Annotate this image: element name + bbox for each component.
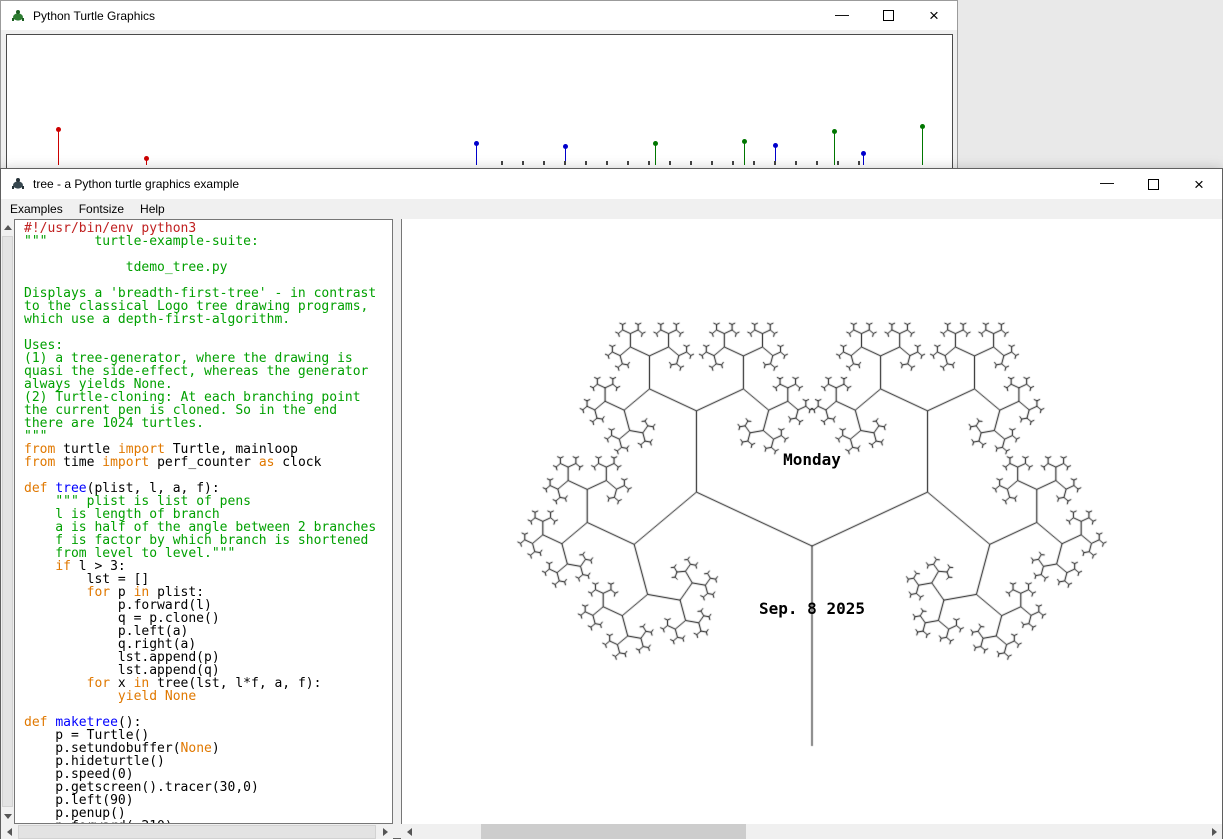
scroll-left-arrow[interactable] (401, 824, 417, 839)
code-line: tdemo_tree.py (24, 261, 392, 274)
maximize-button[interactable] (1130, 169, 1176, 199)
turtle-dot (653, 141, 658, 146)
scroll-down-arrow[interactable] (1, 808, 14, 824)
code-line (24, 326, 392, 339)
code-horizontal-scrollbar[interactable] (1, 824, 393, 839)
baseline-tick (858, 161, 860, 165)
menubar: Examples Fontsize Help (1, 199, 1222, 219)
close-button[interactable]: × (911, 1, 957, 30)
fg-content: #!/usr/bin/env python3""" turtle-example… (1, 219, 1222, 838)
baseline-tick (648, 161, 650, 165)
code-vertical-scrollbar[interactable] (1, 219, 14, 824)
turtle-spike (744, 141, 745, 165)
close-icon: × (929, 7, 939, 24)
code-line: there are 1024 turtles. (24, 417, 392, 430)
close-icon: × (1194, 176, 1204, 193)
baseline-tick (501, 161, 503, 165)
baseline-tick (522, 161, 524, 165)
baseline-tick (606, 161, 608, 165)
turtle-canvas (402, 219, 1222, 824)
arrow-up-icon (4, 225, 12, 230)
code-line: """ turtle-example-suite: (24, 235, 392, 248)
arrow-right-icon (1212, 828, 1217, 836)
code-line: from time import perf_counter as clock (24, 456, 392, 469)
turtle-spike (834, 131, 835, 165)
turtle-dot (920, 124, 925, 129)
canvas-text-label: Monday (783, 450, 841, 469)
fg-window-controls: — × (1084, 169, 1222, 199)
fg-titlebar: tree - a Python turtle graphics example … (1, 169, 1222, 199)
maximize-icon (1148, 179, 1159, 190)
menu-item-examples[interactable]: Examples (1, 200, 71, 218)
fg-window: tree - a Python turtle graphics example … (0, 168, 1223, 839)
code-pane: #!/usr/bin/env python3""" turtle-example… (14, 219, 393, 824)
baseline-tick (774, 161, 776, 165)
bg-window-title: Python Turtle Graphics (33, 9, 155, 23)
baseline-tick (753, 161, 755, 165)
bg-titlebar: Python Turtle Graphics — × (1, 1, 957, 30)
baseline-tick (732, 161, 734, 165)
minimize-icon: — (835, 7, 849, 21)
turtle-spike (655, 143, 656, 165)
code-editor[interactable]: #!/usr/bin/env python3""" turtle-example… (15, 220, 392, 824)
turtle-dot (144, 156, 149, 161)
baseline-tick (585, 161, 587, 165)
baseline-tick (669, 161, 671, 165)
maximize-icon (883, 10, 894, 21)
baseline-tick (837, 161, 839, 165)
turtle-dot (563, 144, 568, 149)
turtle-dot (832, 129, 837, 134)
baseline-tick (795, 161, 797, 165)
hscroll-thumb[interactable] (18, 825, 376, 839)
menu-item-fontsize[interactable]: Fontsize (71, 200, 132, 218)
arrow-left-icon (7, 828, 12, 836)
fg-window-title: tree - a Python turtle graphics example (33, 177, 239, 191)
turtle-app-icon (10, 176, 26, 192)
arrow-left-icon (407, 828, 412, 836)
scroll-left-arrow[interactable] (1, 824, 17, 839)
code-line: yield None (24, 690, 392, 703)
arrow-down-icon (4, 814, 12, 819)
canvas-hscroll-thumb[interactable] (481, 824, 746, 839)
minimize-icon: — (1100, 175, 1114, 189)
close-button[interactable]: × (1176, 169, 1222, 199)
minimize-button[interactable]: — (1084, 169, 1130, 199)
code-line: which use a depth-first-algorithm. (24, 313, 392, 326)
turtle-dot (474, 141, 479, 146)
turtle-canvas-pane: MondaySep. 8 2025 (401, 219, 1222, 824)
turtle-spike (58, 129, 59, 165)
minimize-button[interactable]: — (819, 1, 865, 30)
pane-sash[interactable] (393, 219, 401, 824)
canvas-horizontal-scrollbar[interactable] (401, 824, 1222, 839)
maximize-button[interactable] (865, 1, 911, 30)
baseline-tick (816, 161, 818, 165)
baseline-tick (690, 161, 692, 165)
turtle-dot (742, 139, 747, 144)
baseline-tick (627, 161, 629, 165)
turtle-spike (922, 126, 923, 165)
bg-window-controls: — × (819, 1, 957, 30)
scroll-up-arrow[interactable] (1, 219, 14, 235)
turtle-dot (56, 127, 61, 132)
turtle-app-icon (10, 8, 26, 24)
baseline-tick (711, 161, 713, 165)
arrow-right-icon (383, 828, 388, 836)
scroll-right-arrow[interactable] (1206, 824, 1222, 839)
vscroll-thumb[interactable] (2, 236, 13, 807)
scroll-right-arrow[interactable] (377, 824, 393, 839)
baseline-tick (543, 161, 545, 165)
canvas-text-label: Sep. 8 2025 (759, 599, 865, 618)
turtle-spike (476, 143, 477, 165)
baseline-tick (564, 161, 566, 165)
turtle-dot (861, 151, 866, 156)
menu-item-help[interactable]: Help (132, 200, 173, 218)
turtle-dot (773, 143, 778, 148)
